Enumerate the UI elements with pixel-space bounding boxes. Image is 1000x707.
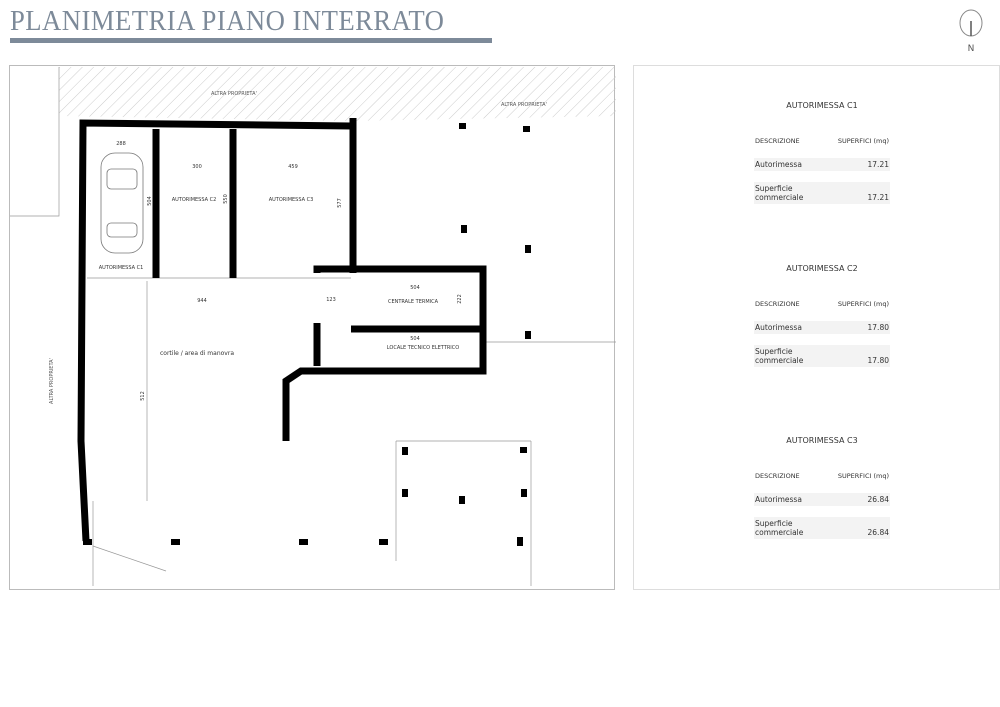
neighbor-label: ALTRA PROPRIETA'	[49, 358, 55, 404]
table-row: Autorimessa 17.21	[754, 158, 890, 171]
dimension: 222	[457, 294, 463, 304]
row-label: Autorimessa	[755, 160, 802, 169]
dimension: 288	[116, 141, 126, 147]
table-row: Autorimessa 17.80	[754, 321, 890, 334]
car-drawing	[100, 152, 144, 254]
dimension: 459	[288, 164, 298, 170]
row-value: 17.80	[867, 323, 889, 332]
room-label-c3: AUTORIMESSA C3	[269, 197, 314, 203]
row-value: 26.84	[867, 495, 889, 504]
page-title: PLANIMETRIA PIANO INTERRATO	[10, 5, 445, 37]
surface-table-c1: AUTORIMESSA C1 DESCRIZIONE SUPERFICI (mq)…	[754, 101, 890, 215]
dimension: 512	[140, 391, 146, 401]
col-header: SUPERFICI (mq)	[837, 300, 889, 308]
col-header: DESCRIZIONE	[755, 300, 800, 308]
row-value: 17.21	[867, 193, 889, 202]
col-header: SUPERFICI (mq)	[837, 472, 889, 480]
dimension: 504	[410, 285, 420, 291]
room-label-c2: AUTORIMESSA C2	[172, 197, 217, 203]
dimension: 504	[147, 196, 153, 206]
col-header: SUPERFICI (mq)	[837, 137, 889, 145]
row-value: 17.80	[867, 356, 889, 365]
table-row: Autorimessa 26.84	[754, 493, 890, 506]
table-title: AUTORIMESSA C3	[786, 436, 858, 445]
row-value: 26.84	[867, 528, 889, 537]
pillars	[83, 123, 531, 546]
row-label: Autorimessa	[755, 323, 802, 332]
dimension: 123	[326, 297, 336, 303]
room-label-cortile: cortile / area di manovra	[160, 350, 234, 357]
table-title: AUTORIMESSA C2	[786, 264, 858, 273]
room-label-centrale-termica: CENTRALE TERMICA	[388, 299, 439, 305]
surface-tables-panel: AUTORIMESSA C1 DESCRIZIONE SUPERFICI (mq)…	[633, 65, 1000, 590]
col-header: DESCRIZIONE	[755, 472, 800, 480]
dimension: 504	[410, 336, 420, 342]
surface-table-c3: AUTORIMESSA C3 DESCRIZIONE SUPERFICI (mq)…	[754, 436, 890, 550]
table-title: AUTORIMESSA C1	[786, 101, 858, 110]
neighbor-label: ALTRA PROPRIETA'	[501, 102, 547, 108]
neighbor-label: ALTRA PROPRIETA'	[211, 91, 257, 97]
title-underline	[10, 38, 492, 43]
room-label-c1: AUTORIMESSA C1	[99, 265, 144, 271]
compass-north-icon: N	[959, 9, 983, 54]
thin-lines	[10, 67, 616, 586]
dimension: 550	[223, 194, 229, 204]
dimension: 577	[337, 198, 343, 208]
walls	[77, 118, 487, 542]
neighbor-hatch	[59, 67, 616, 121]
room-label-locale-tecnico: LOCALE TECNICO ELETTRICO	[387, 345, 459, 351]
row-label: Autorimessa	[755, 495, 802, 504]
north-label: N	[968, 44, 975, 54]
floor-plan: ALTRA PROPRIETA' ALTRA PROPRIETA' ALTRA …	[9, 65, 616, 590]
dimension: 944	[197, 298, 207, 304]
col-header: DESCRIZIONE	[755, 137, 800, 145]
surface-table-c2: AUTORIMESSA C2 DESCRIZIONE SUPERFICI (mq)…	[754, 264, 890, 378]
row-value: 17.21	[867, 160, 889, 169]
dimension: 300	[192, 164, 202, 170]
floor-plan-drawing: ALTRA PROPRIETA' ALTRA PROPRIETA' ALTRA …	[10, 67, 616, 586]
